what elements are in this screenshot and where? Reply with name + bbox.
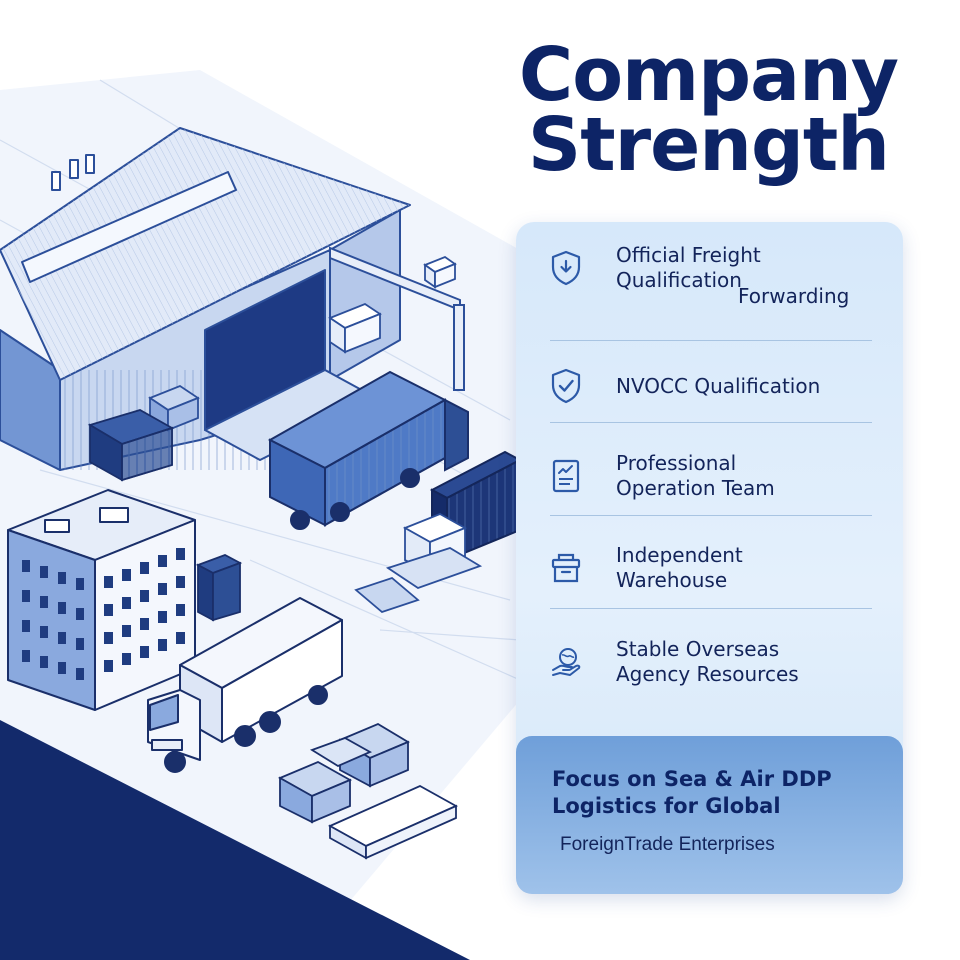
- navy-corner: [0, 720, 470, 960]
- office-building: [7, 489, 196, 711]
- item-text-line-1: Professional: [616, 451, 737, 475]
- callout-heading-line-1: Focus on Sea & Air DDP: [552, 767, 832, 791]
- document-chart-icon: [552, 459, 580, 493]
- strength-item-team: Professional Operation Team: [516, 430, 903, 522]
- container-by-office: [195, 554, 243, 622]
- pallet-cargo-center: [354, 513, 483, 614]
- divider: [550, 422, 872, 423]
- item-text-line-2: Agency Resources: [616, 662, 799, 686]
- shield-check-icon: [551, 368, 581, 404]
- divider: [550, 340, 872, 341]
- callout-heading: Focus on Sea & Air DDP Logistics for Glo…: [552, 766, 892, 820]
- pallet-cargo-bottom: [277, 722, 459, 860]
- focus-callout: Focus on Sea & Air DDP Logistics for Glo…: [516, 736, 903, 894]
- item-text-line-1: Official Freight: [616, 243, 761, 267]
- strength-item-warehouse: Independent Warehouse: [516, 522, 903, 614]
- title-line-1: Company: [518, 32, 899, 118]
- page-title: Company Strength: [518, 32, 899, 188]
- strength-panel: Official Freight Qualification Forwardin…: [516, 222, 903, 894]
- callout-heading-line-2: Logistics for Global: [552, 794, 781, 818]
- warehouse-crates: [148, 255, 457, 432]
- item-text-line-2: Warehouse: [616, 568, 728, 592]
- divider: [550, 515, 872, 516]
- container-truck-center: [267, 370, 469, 530]
- container-dark-left: [87, 409, 175, 482]
- item-text-line-2: Operation Team: [616, 476, 775, 500]
- item-text-line-2: Qualification: [616, 268, 742, 292]
- title-line-2: Strength: [527, 102, 890, 188]
- warehouse-box-icon: [551, 553, 581, 583]
- strength-item-agency: Stable Overseas Agency Resources: [516, 616, 903, 708]
- shield-download-icon: [551, 250, 581, 286]
- divider: [550, 608, 872, 609]
- item-text-line-1: Independent: [616, 543, 743, 567]
- office-windows: [22, 548, 185, 680]
- overhead-crane: [329, 246, 465, 391]
- item-text-line-1: Stable Overseas: [616, 637, 780, 661]
- item-text-line-1: NVOCC Qualification: [616, 373, 821, 398]
- item-text-overlay: Forwarding: [738, 284, 850, 308]
- strength-item-nvocc: NVOCC Qualification: [516, 340, 903, 432]
- globe-hand-icon: [552, 648, 581, 676]
- strength-item-freight: Official Freight Qualification Forwardin…: [516, 222, 903, 314]
- white-truck: [147, 597, 343, 773]
- callout-subtext: ForeignTrade Enterprises: [560, 834, 775, 855]
